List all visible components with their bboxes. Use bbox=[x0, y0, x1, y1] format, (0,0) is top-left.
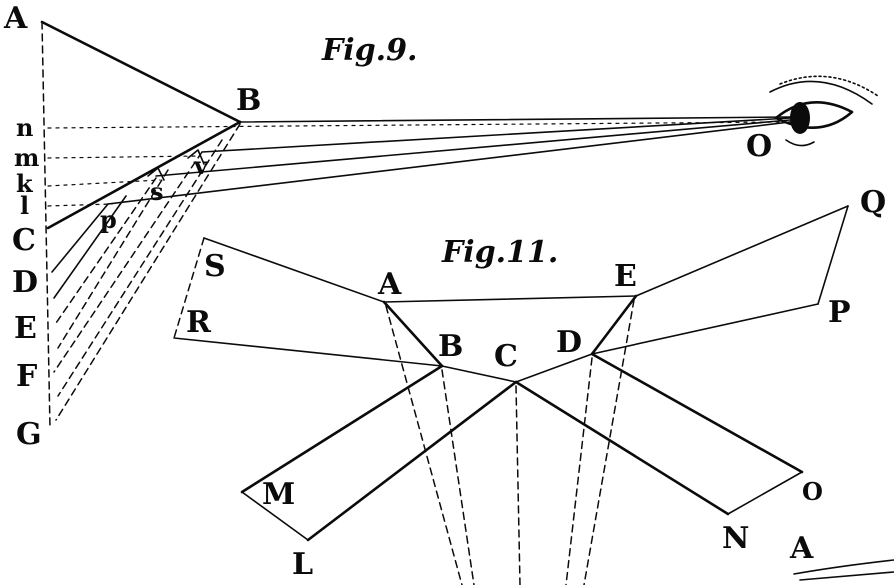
fig-fragment-bottom bbox=[793, 559, 894, 575]
fig11-sight-D bbox=[565, 357, 593, 585]
fig11-edge-NO bbox=[727, 471, 803, 515]
fig11-edge-SA bbox=[203, 237, 385, 303]
fig9-ray-Os bbox=[155, 119, 791, 177]
eye-icon bbox=[769, 75, 879, 147]
fig11-label-B: B bbox=[438, 329, 463, 364]
fig9-ray-sE bbox=[53, 177, 157, 327]
fig11-sight-A bbox=[385, 305, 463, 585]
fig9-label-m: m bbox=[14, 143, 39, 172]
fig11-edge-ED bbox=[590, 294, 638, 356]
fig9-edge-BC bbox=[46, 120, 242, 230]
fig11-edge-BC bbox=[441, 365, 517, 383]
fig9-line-n bbox=[47, 121, 781, 129]
fig9-label-s: s bbox=[150, 177, 164, 206]
fig9-caption: Fig.9. bbox=[321, 33, 417, 68]
fig11-edge-CL bbox=[306, 380, 518, 542]
fig9-label-v: v bbox=[193, 151, 209, 180]
fig11-edge-DO bbox=[590, 352, 804, 474]
fig9-label-C: C bbox=[12, 223, 36, 258]
fig11-edge-QP bbox=[817, 205, 849, 305]
fig11-edge-AB bbox=[382, 300, 444, 368]
fig9-label-n: n bbox=[16, 113, 33, 142]
fig9-label-G: G bbox=[16, 417, 42, 452]
fig11-label-O: O bbox=[802, 477, 823, 506]
fig11-label-A: A bbox=[377, 267, 402, 302]
figure-9: Fig.9. A B O n m k l C D E F G p s v bbox=[3, 1, 879, 452]
fig9-label-O: O bbox=[746, 129, 772, 164]
fig11-caption: Fig.11. bbox=[441, 235, 558, 270]
fig9-ray-p2 bbox=[53, 195, 127, 299]
fig9-ray-vF bbox=[53, 151, 203, 373]
fig11-sight-B bbox=[441, 369, 475, 585]
fig9-ray-v2 bbox=[57, 139, 223, 397]
fig11-edge-SR bbox=[173, 237, 205, 339]
fig9-label-l: l bbox=[20, 191, 29, 220]
fig9-edge-AB bbox=[40, 20, 242, 124]
fig9-line-k bbox=[47, 179, 161, 187]
fig11-edge-EQ bbox=[635, 205, 849, 297]
fig11-edge-AE bbox=[383, 295, 637, 303]
fig11-label-N: N bbox=[722, 521, 749, 556]
fig11-label-P: P bbox=[828, 295, 851, 330]
fig11-sight-C bbox=[515, 385, 521, 585]
fig9-ray-Ov bbox=[201, 117, 791, 153]
fig9-mark-s bbox=[147, 167, 165, 181]
fig9-ray-BG bbox=[55, 123, 241, 421]
fig11-label-Q: Q bbox=[860, 185, 886, 220]
fig11-edge-ML bbox=[241, 491, 309, 541]
fig11-label-S: S bbox=[204, 249, 226, 284]
fig9-label-k: k bbox=[16, 169, 34, 198]
fig9-label-A: A bbox=[3, 1, 28, 36]
fig9-label-E: E bbox=[14, 311, 37, 346]
fig9-label-B: B bbox=[236, 83, 261, 118]
fig9-mark-v bbox=[187, 149, 205, 165]
fig9-label-D: D bbox=[12, 265, 38, 300]
fig9-line-m bbox=[47, 155, 201, 159]
fig11-label-D: D bbox=[556, 325, 582, 360]
fig9-ray-Op bbox=[107, 121, 791, 205]
fig11-edge-CN bbox=[514, 380, 730, 516]
figure-11: Fig.11. S R A B C D E P Q M L N O A bbox=[173, 185, 894, 585]
fig11-label-L: L bbox=[292, 547, 313, 582]
fig11-label-E: E bbox=[614, 259, 637, 294]
fig9-line-l bbox=[47, 203, 113, 207]
fig9-ray-pD bbox=[51, 203, 109, 273]
fig11-label-C: C bbox=[494, 339, 518, 374]
fig9-label-F: F bbox=[16, 359, 37, 394]
fig11-sight-E bbox=[583, 299, 635, 585]
fig11-label-M: M bbox=[262, 477, 295, 512]
fig9-edge-AG bbox=[41, 21, 51, 429]
fig-fragment-bottom-2 bbox=[799, 571, 894, 581]
fig11-edge-RB bbox=[173, 337, 443, 367]
fig9-ray-s2 bbox=[57, 169, 169, 349]
fig11-edge-CD bbox=[515, 353, 593, 383]
fig11-edge-DP bbox=[591, 303, 819, 355]
fig9-ray-OB bbox=[239, 116, 791, 123]
fig9-label-p: p bbox=[100, 205, 117, 234]
fig11-edge-BM bbox=[240, 364, 444, 494]
fig11-label-R: R bbox=[186, 305, 212, 340]
fig-fragment-label-A: A bbox=[789, 531, 814, 566]
